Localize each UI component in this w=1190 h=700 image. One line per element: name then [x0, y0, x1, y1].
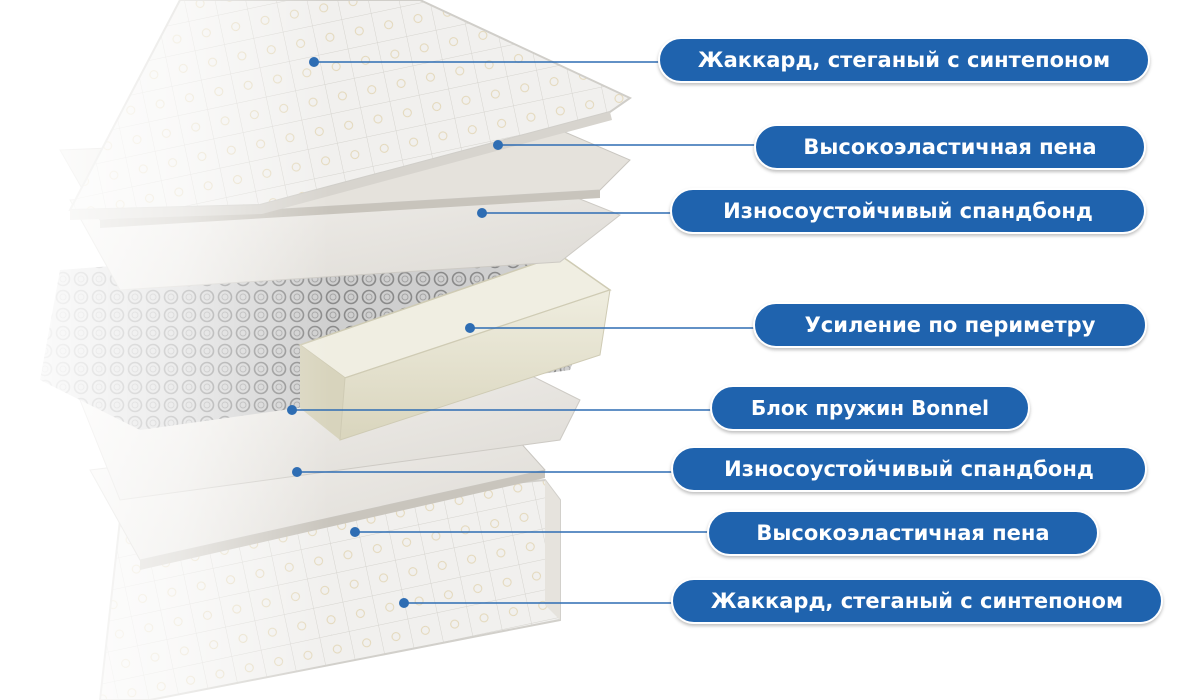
leader-dots — [287, 57, 503, 608]
label-top-spandbond: Износоустойчивый спандбонд — [670, 188, 1146, 234]
label-perimeter-reinforcement: Усиление по периметру — [753, 302, 1147, 348]
label-top-foam: Высокоэластичная пена — [754, 124, 1146, 170]
leader-lines — [292, 61, 756, 604]
label-bottom-foam: Высокоэластичная пена — [707, 510, 1099, 556]
left-fade-overlay — [0, 0, 330, 700]
label-spring-block: Блок пружин Bonnel — [710, 385, 1030, 431]
label-top-jacquard: Жаккард, стеганый с синтепоном — [658, 37, 1150, 83]
label-bottom-jacquard: Жаккард, стеганый с синтепоном — [671, 578, 1163, 624]
label-bottom-spandbond: Износоустойчивый спандбонд — [671, 446, 1147, 492]
